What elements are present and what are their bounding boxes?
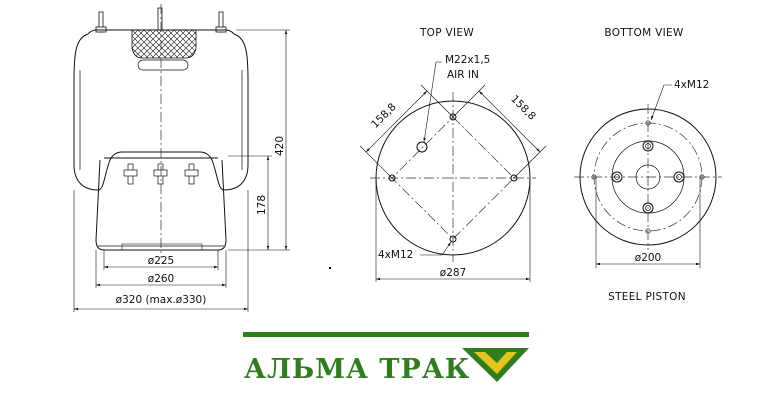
piston-height-label: 178 (256, 195, 268, 215)
dim-260-label: ø260 (148, 273, 174, 285)
dim-left-label: 158,8 (369, 101, 399, 131)
air-inlet-hole (416, 141, 428, 153)
air-port-label: M22x1,5 (445, 54, 490, 66)
side-view: 420 178 ø225 ø260 ø320 (max.ø330) (73, 4, 290, 312)
piston-bolts (123, 163, 199, 185)
brand-logo: АЛЬМА ТРАК (243, 332, 529, 385)
dim-right-label: 158,8 (508, 93, 538, 123)
top-bolt-holes (388, 113, 518, 243)
dim-right-line (478, 90, 541, 153)
bottom-view-title: BOTTOM VIEW (604, 27, 684, 39)
dim-320-label: ø320 (max.ø330) (116, 294, 207, 306)
drawing-mark (329, 267, 331, 269)
bottom-bolts-leader (650, 84, 672, 121)
bellows-inner-line (79, 70, 243, 170)
bottom-view: BOTTOM VIEW 4xM12 ø200 STEEL PISTON (574, 27, 722, 303)
top-bolts-label: 4xM12 (378, 249, 413, 261)
top-view-title: TOP VIEW (419, 27, 474, 39)
dim-225-label: ø225 (148, 255, 174, 267)
dim-200-label: ø200 (635, 252, 661, 264)
height-label: 420 (274, 136, 286, 156)
bumper-mesh (131, 29, 197, 59)
top-view: TOP VIEW 158,8 158,8 M22x1,5 AIR IN 4xM1… (359, 27, 547, 282)
bottom-bolt-holes (611, 140, 685, 214)
dim-287-label: ø287 (440, 267, 466, 279)
bottom-bolts-label: 4xM12 (674, 79, 709, 91)
air-inlet-leader (423, 61, 442, 143)
top-bolts-leader (420, 241, 452, 256)
brand-top-bar (243, 332, 529, 337)
brand-name: АЛЬМА ТРАК (244, 354, 470, 385)
bumper (137, 59, 189, 71)
dim-left-line (365, 90, 428, 153)
steel-piston-caption: STEEL PISTON (608, 291, 686, 303)
air-in-label: AIR IN (447, 69, 479, 81)
chevron-down-icon (462, 348, 529, 382)
bolt-pattern (391, 116, 515, 240)
